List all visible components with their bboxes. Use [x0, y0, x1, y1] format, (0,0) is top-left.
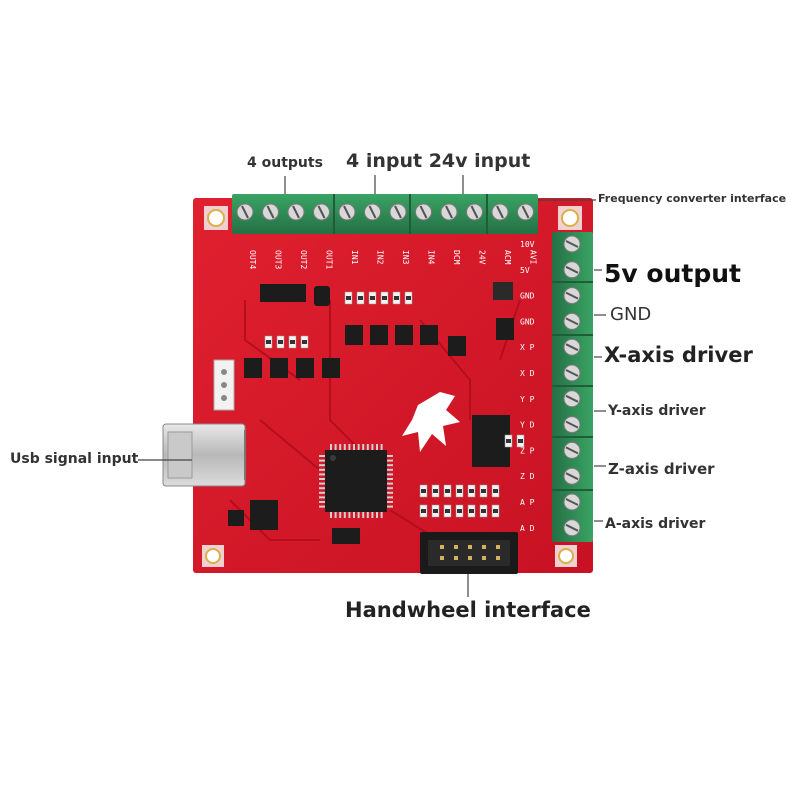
- right-pin-labels: 10V 5V GND GND X P X D Y P Y D Z P Z D A P A D: [520, 240, 535, 533]
- terminal-screw-top: [389, 203, 407, 221]
- top-pin-label: IN3: [401, 250, 410, 265]
- terminal-screw-top: [287, 203, 305, 221]
- usb-connector: [162, 423, 246, 487]
- right-pin-label: 10V: [520, 240, 535, 249]
- callout-z-axis-driver: Z-axis driver: [608, 460, 715, 478]
- right-terminal-screws: [563, 235, 581, 537]
- top-pin-label: OUT3: [274, 250, 283, 269]
- callout-4-outputs: 4 outputs: [247, 155, 323, 171]
- terminal-screw-right: [563, 312, 581, 330]
- terminal-screw-top: [262, 203, 279, 221]
- terminal-screw-right: [563, 235, 581, 253]
- callout-usb-input: Usb signal input: [10, 451, 139, 467]
- callout-handwheel-interface: Handwheel interface: [345, 598, 591, 622]
- callout-24v-inputs: 4 input 24v input: [346, 150, 531, 172]
- right-pin-label: A D: [520, 524, 535, 533]
- right-pin-label: X P: [520, 343, 535, 352]
- terminal-screw-top: [313, 203, 330, 221]
- top-terminal-screws: [236, 203, 534, 221]
- idc-pins: [440, 545, 500, 560]
- right-pin-label: A P: [520, 498, 535, 507]
- top-pin-label: ACM: [503, 250, 512, 265]
- mcu-chip: [319, 444, 393, 518]
- terminal-screw-right: [563, 287, 581, 305]
- right-pin-label: 5V: [520, 266, 530, 275]
- mcu-pins: [319, 444, 393, 518]
- top-pin-label: OUT2: [299, 250, 308, 269]
- right-pin-label: GND: [520, 317, 535, 326]
- terminal-screw-top: [415, 203, 432, 221]
- terminal-screw-top: [364, 203, 381, 221]
- callout-lines: [138, 175, 606, 597]
- callout-y-axis-driver: Y-axis driver: [608, 403, 706, 419]
- terminal-screw-right: [563, 261, 581, 279]
- top-pin-labels: OUT4 OUT3 OUT2 OUT1 IN1 IN2 IN3 IN4 DCM 24V ACM AVI: [248, 250, 538, 269]
- terminal-screw-right: [563, 467, 581, 485]
- terminal-screw-right: [563, 416, 581, 434]
- right-pin-label: Z D: [520, 472, 535, 481]
- smd-components: [264, 291, 525, 518]
- right-pin-label: Z P: [520, 446, 535, 455]
- top-pin-label: IN2: [376, 250, 385, 265]
- terminal-screw-right: [563, 493, 581, 511]
- top-pin-label: IN4: [427, 250, 436, 265]
- mounting-holes: [202, 206, 582, 567]
- side-header: [213, 359, 235, 411]
- right-pin-label: Y D: [520, 421, 535, 430]
- top-pin-label: AVI: [529, 250, 538, 265]
- callout-frequency-converter: Frequency converter interface: [598, 192, 787, 205]
- handwheel-header: [420, 532, 518, 574]
- top-pin-label: DCM: [452, 250, 461, 265]
- terminal-screw-top: [236, 203, 254, 221]
- pcb-traces: [229, 299, 521, 541]
- terminal-screw-top: [466, 203, 483, 221]
- top-pin-label: IN1: [350, 250, 359, 265]
- callout-x-axis-driver: X-axis driver: [604, 343, 753, 367]
- callout-5v-output: 5v output: [604, 259, 741, 288]
- top-terminal-block: [232, 194, 538, 234]
- terminal-screw-right: [563, 338, 581, 356]
- terminal-screw-right: [563, 390, 581, 408]
- terminal-screw-top: [440, 203, 458, 221]
- ic-chips: [228, 282, 514, 544]
- logo-silkscreen: [402, 392, 460, 452]
- callout-a-axis-driver: A-axis driver: [605, 516, 706, 532]
- right-pin-label: GND: [520, 292, 535, 301]
- terminal-screw-right: [563, 364, 581, 382]
- right-pin-label: X D: [520, 369, 535, 378]
- terminal-screw-right: [563, 519, 581, 537]
- right-pin-label: Y P: [520, 395, 535, 404]
- terminal-screw-top: [491, 203, 509, 221]
- callout-gnd: GND: [610, 304, 652, 325]
- top-pin-label: OUT4: [248, 250, 257, 269]
- terminal-screw-top: [338, 203, 356, 221]
- terminal-screw-top: [517, 203, 534, 221]
- right-terminal-block: [552, 232, 593, 542]
- top-pin-label: 24V: [478, 250, 487, 265]
- top-pin-label: OUT1: [325, 250, 334, 269]
- terminal-screw-right: [563, 441, 581, 459]
- optocouplers: [244, 325, 438, 378]
